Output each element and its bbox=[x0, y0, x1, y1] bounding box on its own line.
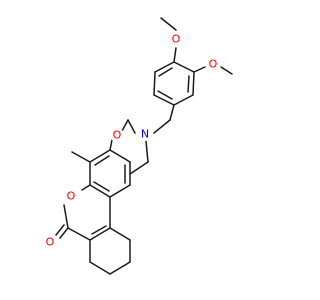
structure-canvas: O O O N O O bbox=[43, 17, 233, 275]
bond-ar-methyl bbox=[71, 151, 91, 163]
bond-ar-6 bbox=[89, 149, 111, 163]
bond-cyc-5 bbox=[109, 227, 131, 241]
bond-cyc-3 bbox=[109, 261, 131, 275]
bond-alkene bbox=[89, 227, 111, 241]
bond-o-aryl bbox=[109, 139, 113, 151]
bond-o2-methyl bbox=[220, 66, 233, 75]
bond-benz-f-inner bbox=[158, 67, 173, 77]
atom-o-carbonyl: O bbox=[43, 235, 57, 249]
atom-label-o-oxazine: O bbox=[113, 129, 122, 142]
bond-cyc-2 bbox=[89, 261, 111, 275]
bond-ar-6-inner bbox=[94, 155, 110, 166]
bond-ar-3 bbox=[109, 184, 131, 198]
bond-ar-4-inner bbox=[93, 181, 110, 192]
bond-benz-f bbox=[154, 61, 175, 73]
bond-n-ch2b bbox=[145, 140, 149, 163]
bond-benz-e bbox=[153, 71, 156, 96]
atom-o-oxazine: O bbox=[110, 128, 124, 142]
bond-aryl-ch2 bbox=[169, 104, 175, 121]
bond-ch2b-aryl bbox=[129, 161, 149, 175]
bond-co-alkene bbox=[67, 227, 91, 241]
molecule-drawing: O O O N O O bbox=[43, 17, 233, 275]
bond-benz-a bbox=[173, 61, 195, 73]
bond-benz-b-inner bbox=[187, 75, 190, 93]
atom-label-o-methoxy-right: O bbox=[209, 58, 218, 71]
atom-o-methoxy-top: O bbox=[169, 32, 183, 46]
bond-benz-b bbox=[192, 71, 195, 96]
atom-n-oxazine: N bbox=[138, 127, 152, 141]
bond-benz-d-inner bbox=[157, 90, 173, 100]
atom-o-lactone-ring: O bbox=[64, 189, 78, 203]
bond-ar-o-lactone bbox=[81, 184, 91, 191]
bond-o-lactone-co bbox=[63, 204, 69, 229]
bond-ring-o2 bbox=[193, 66, 206, 73]
bond-carbonyl-a bbox=[59, 227, 69, 239]
atom-label-o-methoxy-top: O bbox=[172, 33, 181, 46]
bond-o1-ring bbox=[173, 47, 177, 63]
atom-label-n-oxazine: N bbox=[141, 128, 149, 141]
bond-ar-4 bbox=[89, 184, 111, 198]
bond-benz-c bbox=[173, 94, 194, 106]
atom-label-o-carbonyl: O bbox=[46, 236, 55, 249]
atom-label-o-lactone-ring: O bbox=[67, 190, 76, 203]
bond-alkene-inner bbox=[91, 225, 107, 235]
bond-ar-1 bbox=[109, 149, 131, 163]
bond-ch2a-o bbox=[121, 119, 129, 132]
atom-o-methoxy-right: O bbox=[206, 57, 220, 71]
bond-benz-d bbox=[153, 94, 175, 106]
bond-n-ch2a bbox=[127, 119, 136, 134]
bond-ch2-n bbox=[153, 119, 171, 134]
bond-carbonyl-b bbox=[55, 224, 65, 236]
bond-methyl-o1 bbox=[160, 17, 177, 31]
